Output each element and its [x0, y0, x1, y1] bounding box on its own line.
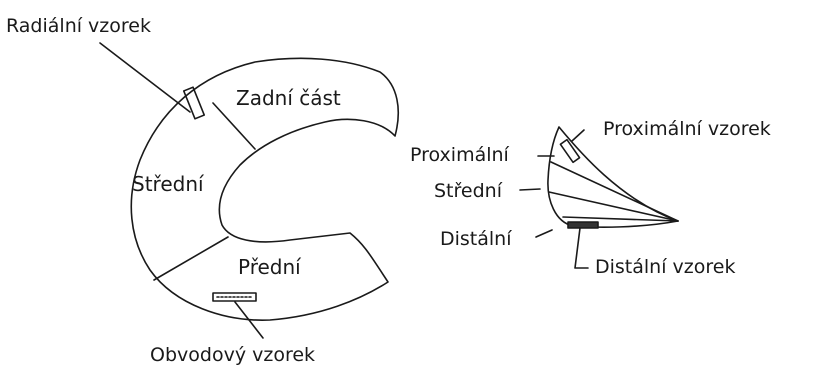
divider-posterior-middle [212, 102, 256, 150]
proximal-sample-label: Proximální vzorek [603, 118, 771, 140]
radial-sample [182, 86, 206, 120]
cross-section-line-3 [562, 216, 679, 222]
distal-label: Distální [440, 228, 512, 250]
distal-sample-label: Distální vzorek [595, 256, 736, 278]
cross-section-line-2 [548, 191, 679, 222]
posterior-part-label: Zadní část [236, 86, 341, 110]
radial-sample-label: Radiální vzorek [6, 15, 151, 37]
meniscus-outline [130, 57, 400, 321]
cross-section-line-1 [550, 161, 679, 222]
proximal-sample [559, 138, 581, 164]
proximal-label: Proximální [410, 144, 509, 166]
distal-sample [567, 221, 599, 229]
middle-part-label: Střední [132, 172, 204, 196]
radial-sample-leader [99, 42, 191, 113]
middle-leader [519, 188, 541, 191]
circumferential-sample-label: Obvodový vzorek [150, 344, 316, 366]
middle-label: Střední [434, 180, 502, 202]
divider-middle-anterior [153, 236, 229, 281]
proximal-sample-leader [571, 129, 585, 142]
distal-sample-leader [574, 227, 589, 269]
anterior-part-label: Přední [238, 255, 301, 279]
distal-leader [535, 229, 553, 238]
circumferential-sample-leader [234, 301, 264, 339]
